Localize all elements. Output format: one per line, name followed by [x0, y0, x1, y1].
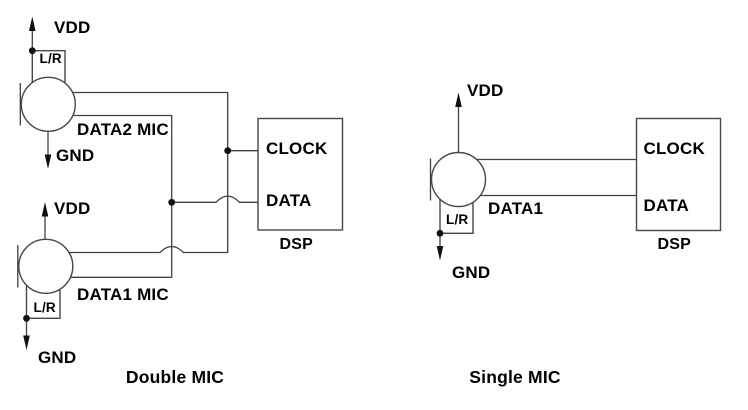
gnd-arrow-single — [436, 246, 444, 261]
junction-dot-data — [168, 198, 176, 206]
power-stems-left — [25, 31, 49, 336]
junction-dot-gnd-lr — [23, 314, 30, 322]
data-pin-wire — [171, 195, 258, 203]
mic1-circle — [18, 238, 74, 294]
mic2-circle — [20, 76, 76, 133]
junction-dot-clock — [224, 147, 232, 155]
gnd-label-single: GND — [452, 263, 491, 282]
data-net-wire — [45, 114, 173, 278]
mic-single-name-label: DATA1 — [488, 198, 544, 218]
single-mic-diagram — [429, 92, 722, 261]
gnd-arrow-mic2 — [44, 154, 52, 169]
junction-dot-vdd-lr — [28, 47, 36, 55]
dsp-label-right: DSP — [657, 236, 691, 253]
vdd-label-mic1: VDD — [54, 199, 91, 218]
gnd-label-mic2: GND — [56, 146, 95, 165]
single-mic-title: Single MIC — [469, 366, 561, 387]
dsp-data-pin-label-right: DATA — [643, 196, 689, 215]
dsp-label-left: DSP — [279, 236, 313, 253]
vdd-arrow-single — [455, 92, 462, 107]
mic-single-circle — [430, 151, 487, 208]
gnd-label-mic1: GND — [38, 347, 77, 367]
lr-label-mic1: L/R — [33, 299, 56, 315]
vdd-label-single: VDD — [467, 81, 504, 100]
dsp-box-right — [635, 117, 722, 232]
mic-port-bars-left — [17, 83, 21, 288]
single-mic-wires — [458, 158, 637, 197]
vdd-arrow-mic2 — [29, 16, 36, 31]
double-mic-diagram — [17, 16, 344, 350]
vdd-label-mic2: VDD — [54, 17, 91, 37]
dsp-clock-pin-label-left: CLOCK — [266, 138, 328, 158]
gnd-arrow-mic1 — [23, 335, 30, 350]
lr-label-mic2: L/R — [39, 50, 62, 66]
mic2-name-label: DATA2 MIC — [77, 120, 169, 139]
vdd-arrow-mic1 — [41, 202, 49, 217]
lr-label-single: L/R — [446, 211, 469, 227]
mic1-name-label: DATA1 MIC — [77, 284, 169, 304]
dsp-data-pin-label-left: DATA — [266, 191, 312, 210]
dsp-clock-pin-label-right: CLOCK — [643, 139, 705, 158]
double-mic-title: Double MIC — [125, 366, 225, 387]
dsp-box-left — [257, 117, 344, 231]
clock-net-wire — [45, 91, 229, 254]
junction-dot-gnd-lr-single — [436, 229, 444, 237]
